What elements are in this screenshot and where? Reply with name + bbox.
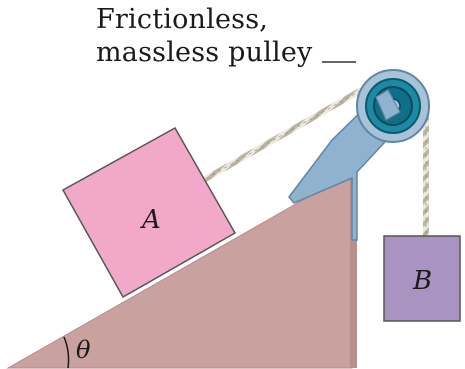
angle-label: θ <box>76 336 91 364</box>
incline-edge <box>350 172 357 368</box>
pulley-caption-line2: massless pulley <box>96 37 313 68</box>
bracket-strap <box>375 89 401 121</box>
angle-arc <box>63 336 70 369</box>
pulley-caption-line1: Frictionless, <box>96 4 269 35</box>
block-b <box>383 235 461 322</box>
block-a-label: A <box>140 205 161 235</box>
block-b-label: B <box>412 266 432 296</box>
rope-to-block-a-edge <box>199 83 373 183</box>
block-a <box>61 126 237 299</box>
